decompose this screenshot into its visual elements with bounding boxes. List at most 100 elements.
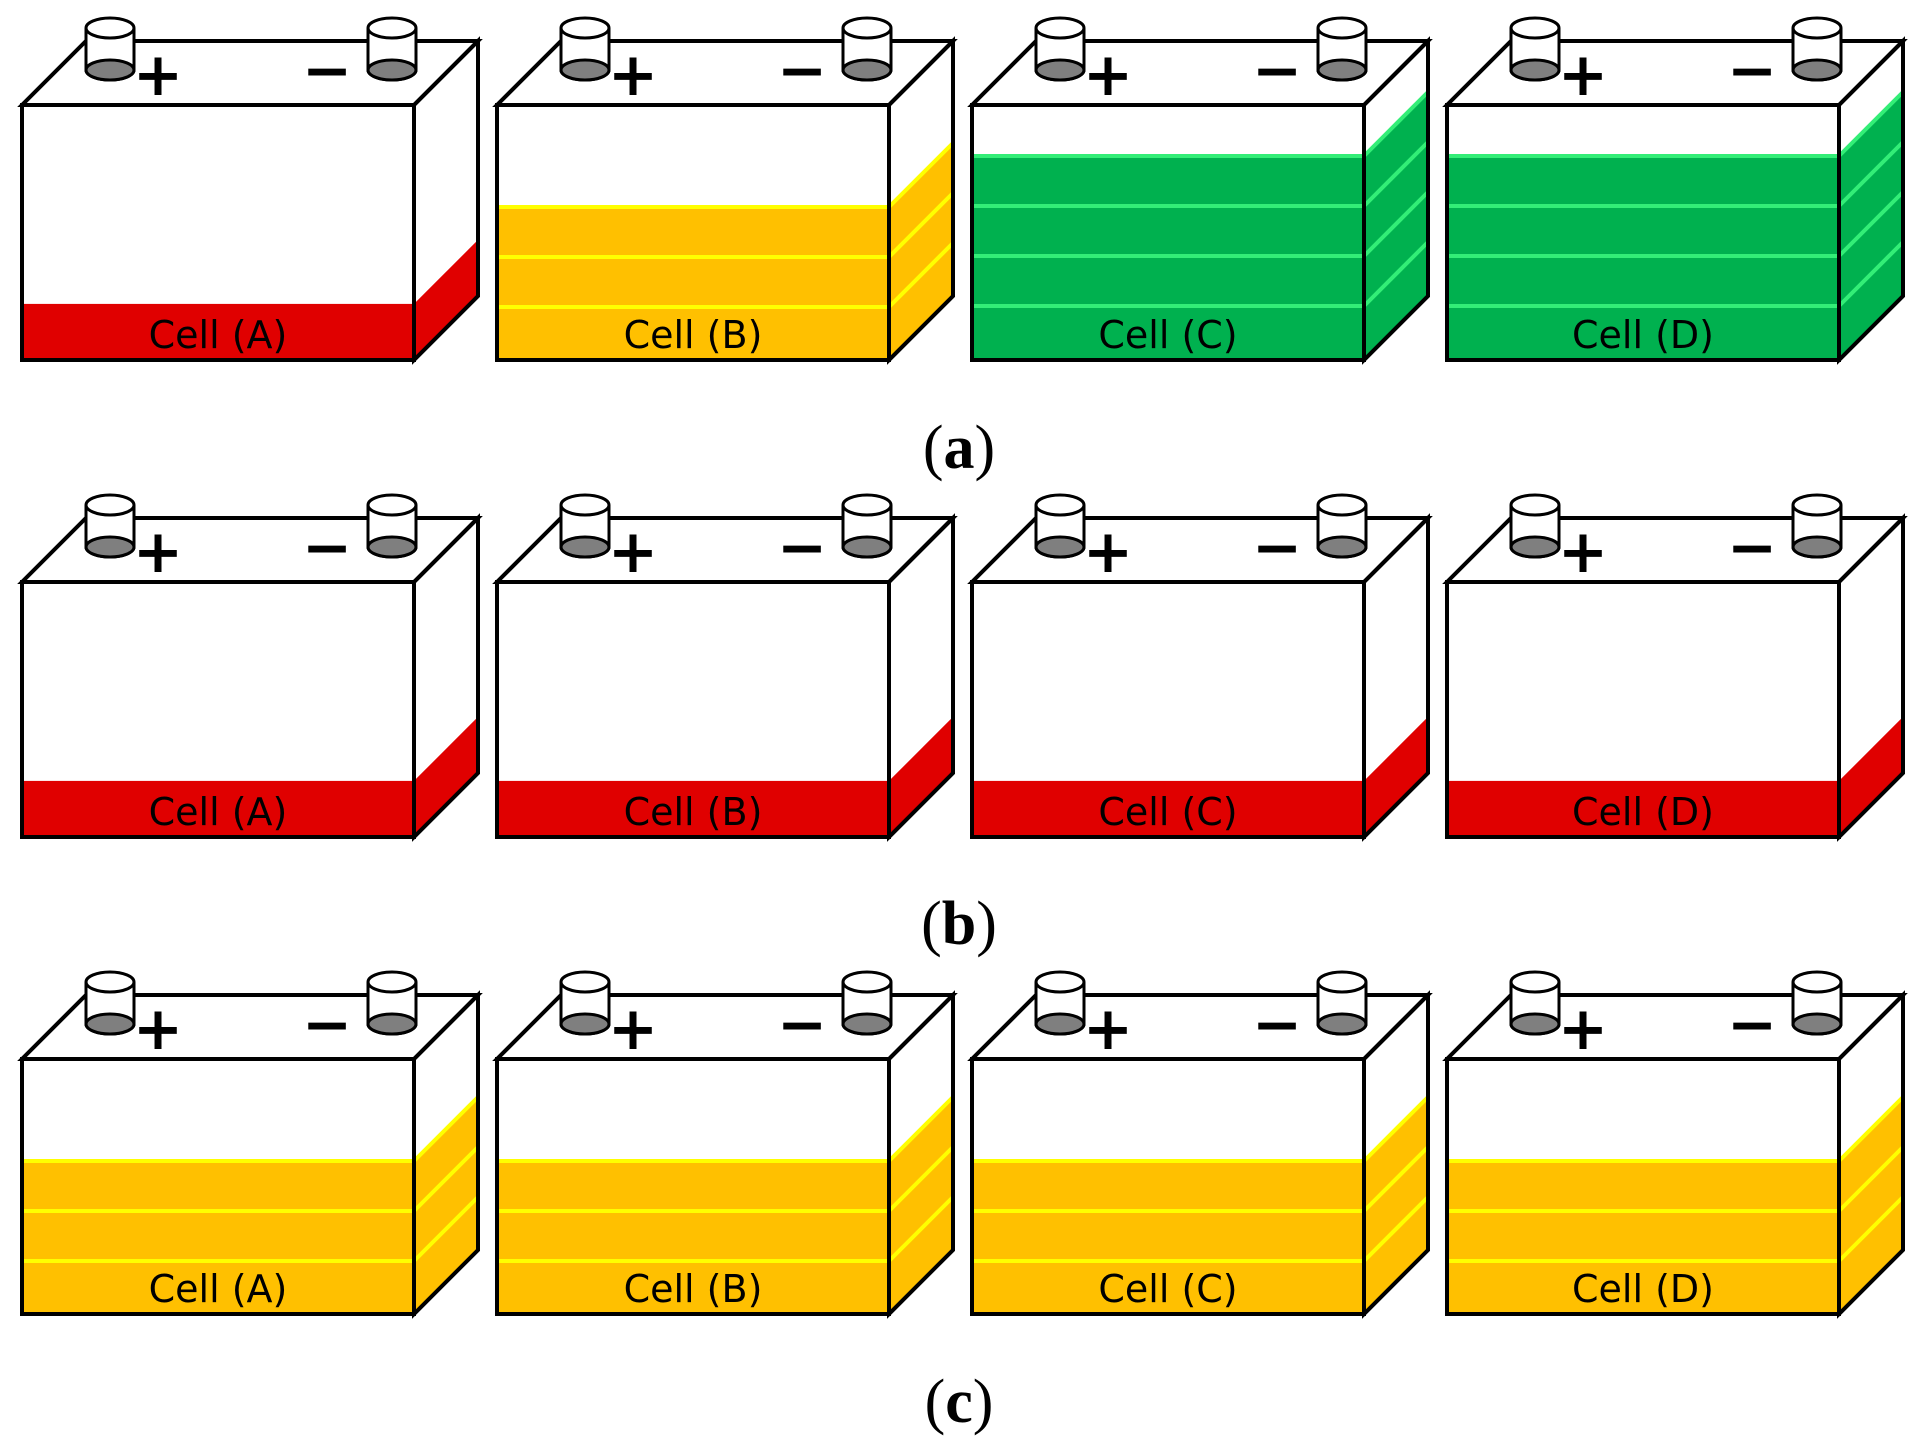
positive-terminal (84, 970, 136, 1036)
battery-cell: +−Cell (A) (17, 493, 483, 842)
negative-terminal (1316, 970, 1368, 1036)
battery-outline-side (1837, 513, 1905, 842)
terminal-cap (84, 970, 136, 994)
battery-top-face (497, 518, 953, 582)
charge-level-front (497, 207, 889, 360)
terminal-base (1316, 58, 1368, 82)
charge-stripe (1362, 190, 1430, 258)
charge-stripe (1362, 140, 1430, 208)
charge-stripe (887, 141, 955, 209)
cell-label: Cell (B) (624, 790, 763, 834)
terminal-cap (841, 970, 893, 994)
negative-sign: − (777, 990, 827, 1060)
cell-label: Cell (D) (1572, 313, 1714, 357)
negative-terminal (366, 970, 418, 1036)
terminal-cap (1034, 16, 1086, 40)
terminal-base (84, 58, 136, 82)
positive-sign: + (1558, 517, 1608, 587)
charge-level-side (414, 1097, 478, 1314)
battery-outline-side (412, 990, 480, 1319)
positive-terminal (559, 16, 611, 82)
charge-stripe (412, 1145, 480, 1213)
charge-stripe (1837, 240, 1905, 308)
terminal-cap (1034, 493, 1086, 517)
terminal-base (1791, 58, 1843, 82)
terminal-base (559, 535, 611, 559)
terminal-base (84, 535, 136, 559)
positive-sign: + (608, 40, 658, 110)
battery-outline-side (1837, 990, 1905, 1319)
charge-stripe (887, 241, 955, 309)
terminal-cap (1316, 16, 1368, 40)
battery-outline-side (412, 513, 480, 842)
caption-open: ( (923, 414, 944, 482)
terminal-cap (84, 16, 136, 40)
charge-level-side (889, 716, 953, 837)
battery-top-face (972, 41, 1428, 105)
battery-outline-side (412, 36, 480, 365)
battery-top-face (1447, 995, 1903, 1059)
positive-terminal (559, 970, 611, 1036)
terminal-base (1791, 1012, 1843, 1036)
positive-sign: + (1083, 994, 1133, 1064)
cell-label: Cell (B) (624, 313, 763, 357)
cell-label: Cell (B) (624, 1267, 763, 1311)
charge-stripe (412, 1095, 480, 1163)
charge-stripe (1362, 1195, 1430, 1263)
cell-label: Cell (D) (1572, 790, 1714, 834)
terminal-cap (1509, 970, 1561, 994)
panel-caption: (c) (925, 1368, 994, 1436)
positive-sign: + (133, 517, 183, 587)
positive-sign: + (1558, 994, 1608, 1064)
charge-stripe (887, 1145, 955, 1213)
positive-terminal (1034, 970, 1086, 1036)
negative-terminal (1791, 493, 1843, 559)
negative-sign: − (1727, 513, 1777, 583)
battery-cell: + − Cell (B) (492, 16, 958, 365)
positive-sign: + (608, 517, 658, 587)
terminal-cap (1791, 16, 1843, 40)
terminal-base (366, 535, 418, 559)
battery-cell: +−Cell (D) (1442, 16, 1908, 365)
battery-outline-side (887, 36, 955, 365)
charge-stripe (1362, 90, 1430, 158)
battery-top-face (497, 995, 953, 1059)
battery-cell: +−Cell (B) (492, 493, 958, 842)
charge-stripe (1837, 90, 1905, 158)
charge-level-front (497, 780, 889, 837)
terminal-base (841, 535, 893, 559)
terminal-base (366, 58, 418, 82)
battery-cell: +−Cell (A) (17, 970, 483, 1319)
terminal-base (1034, 58, 1086, 82)
negative-sign: − (1727, 990, 1777, 1060)
charge-level-front (22, 780, 414, 837)
charge-stripe (1837, 1145, 1905, 1213)
terminal-base (841, 1012, 893, 1036)
battery-cell: +−Cell (D) (1442, 970, 1908, 1319)
charge-stripe (1837, 1095, 1905, 1163)
charge-level-front (972, 780, 1364, 837)
terminal-base (366, 1012, 418, 1036)
terminal-cap (366, 493, 418, 517)
terminal-base (1509, 535, 1561, 559)
cell-label: Cell (C) (1098, 790, 1237, 834)
positive-terminal (1034, 16, 1086, 82)
negative-terminal (841, 970, 893, 1036)
battery-outline-side (1362, 36, 1430, 365)
charge-stripe (887, 1195, 955, 1263)
charge-level-side (1364, 1097, 1428, 1314)
negative-terminal (1316, 493, 1368, 559)
charge-level-side (1839, 716, 1903, 837)
negative-sign: − (302, 513, 352, 583)
positive-sign: + (608, 994, 658, 1064)
negative-terminal (366, 16, 418, 82)
charge-stripe (1837, 1195, 1905, 1263)
cell-label: Cell (A) (149, 313, 288, 357)
battery-cell: + − Cell (B) (492, 970, 958, 1319)
positive-sign: + (133, 994, 183, 1064)
caption-close: ) (973, 1368, 994, 1436)
terminal-base (1034, 1012, 1086, 1036)
negative-terminal (1791, 970, 1843, 1036)
charge-level-front (1447, 780, 1839, 837)
negative-sign: − (777, 36, 827, 106)
